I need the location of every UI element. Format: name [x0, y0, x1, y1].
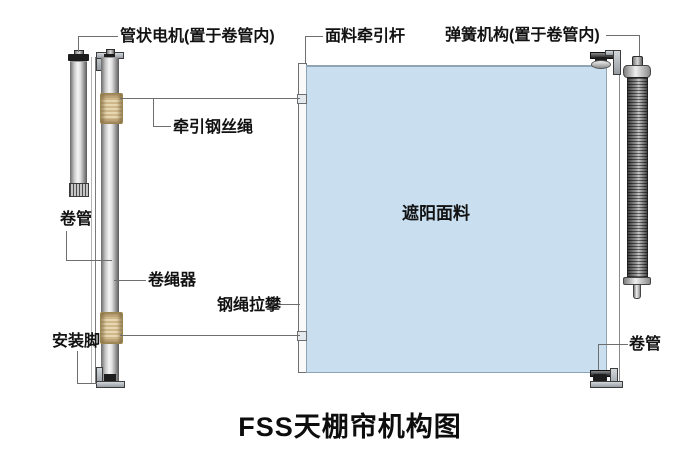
spring-leader-horizontal: [606, 35, 639, 36]
rope-winder-label: 卷绳器: [148, 272, 197, 289]
motor-tube-body: [70, 61, 87, 185]
wire-connector-bottom: [297, 331, 307, 341]
top-right-angle-bracket-vertical: [613, 50, 621, 75]
roll-tube-left-leader-horizontal: [66, 260, 112, 261]
wire-branch-horizontal: [153, 126, 171, 127]
motor-bottom-cap: [69, 183, 89, 197]
spring-label: 弹簧机构(置于卷管内): [445, 27, 600, 44]
rope-winder-leader: [114, 280, 146, 281]
shade-fabric-label: 遮阳面料: [402, 204, 470, 223]
wire-pull-leader: [280, 304, 300, 305]
diagram-title: FSS天棚帘机构图: [238, 412, 462, 442]
spring-tube-body: [627, 77, 648, 279]
motor-label: 管状电机(置于卷管内): [120, 28, 275, 45]
wire-branch-vertical: [153, 98, 154, 127]
right-rail-line: [619, 56, 620, 386]
spring-tube-pin: [633, 284, 641, 299]
bottom-right-roller: [593, 374, 607, 382]
left-rail-line-inner: [95, 57, 96, 383]
motor-top-flange: [68, 54, 89, 61]
wire-top-line: [120, 98, 300, 99]
roll-tube-top-cap: [104, 54, 115, 59]
roll-tube-bottom-cap: [104, 374, 116, 382]
rope-winder-sleeve-top: [100, 93, 123, 124]
roll-tube-right-label: 卷管: [629, 336, 662, 353]
motor-leader-horizontal: [78, 36, 118, 37]
roll-tube-right-leader-horizontal: [598, 344, 628, 345]
wire-bottom-line: [120, 335, 300, 336]
mount-foot-leader-horizontal: [77, 383, 97, 384]
fabric-rod-label: 面料牵引杆: [325, 28, 406, 45]
mount-foot-leader-vertical: [77, 351, 78, 384]
wire-connector-top: [297, 94, 307, 104]
rope-winder-sleeve-bottom: [100, 312, 123, 344]
traction-wire-label: 牵引钢丝绳: [173, 119, 254, 136]
motor-leader-vertical: [78, 36, 79, 52]
top-right-roller: [591, 60, 611, 69]
mount-foot-label: 安装脚: [52, 333, 101, 350]
left-rail-line-outer: [91, 57, 92, 383]
rod-leader-vertical: [305, 36, 306, 63]
bottom-mount-bracket-horizontal: [96, 381, 125, 388]
rod-leader-horizontal: [305, 36, 323, 37]
roll-tube-left-leader-vertical: [66, 231, 67, 260]
bottom-right-angle-bracket-horizontal: [590, 381, 623, 388]
spring-leader-vertical: [639, 35, 640, 56]
wire-pull-label: 钢绳拉攀: [217, 297, 282, 314]
shade-fabric-panel: [306, 65, 607, 373]
roll-tube-left-label: 卷管: [60, 211, 93, 228]
roll-tube-right-leader-vertical: [598, 344, 599, 370]
